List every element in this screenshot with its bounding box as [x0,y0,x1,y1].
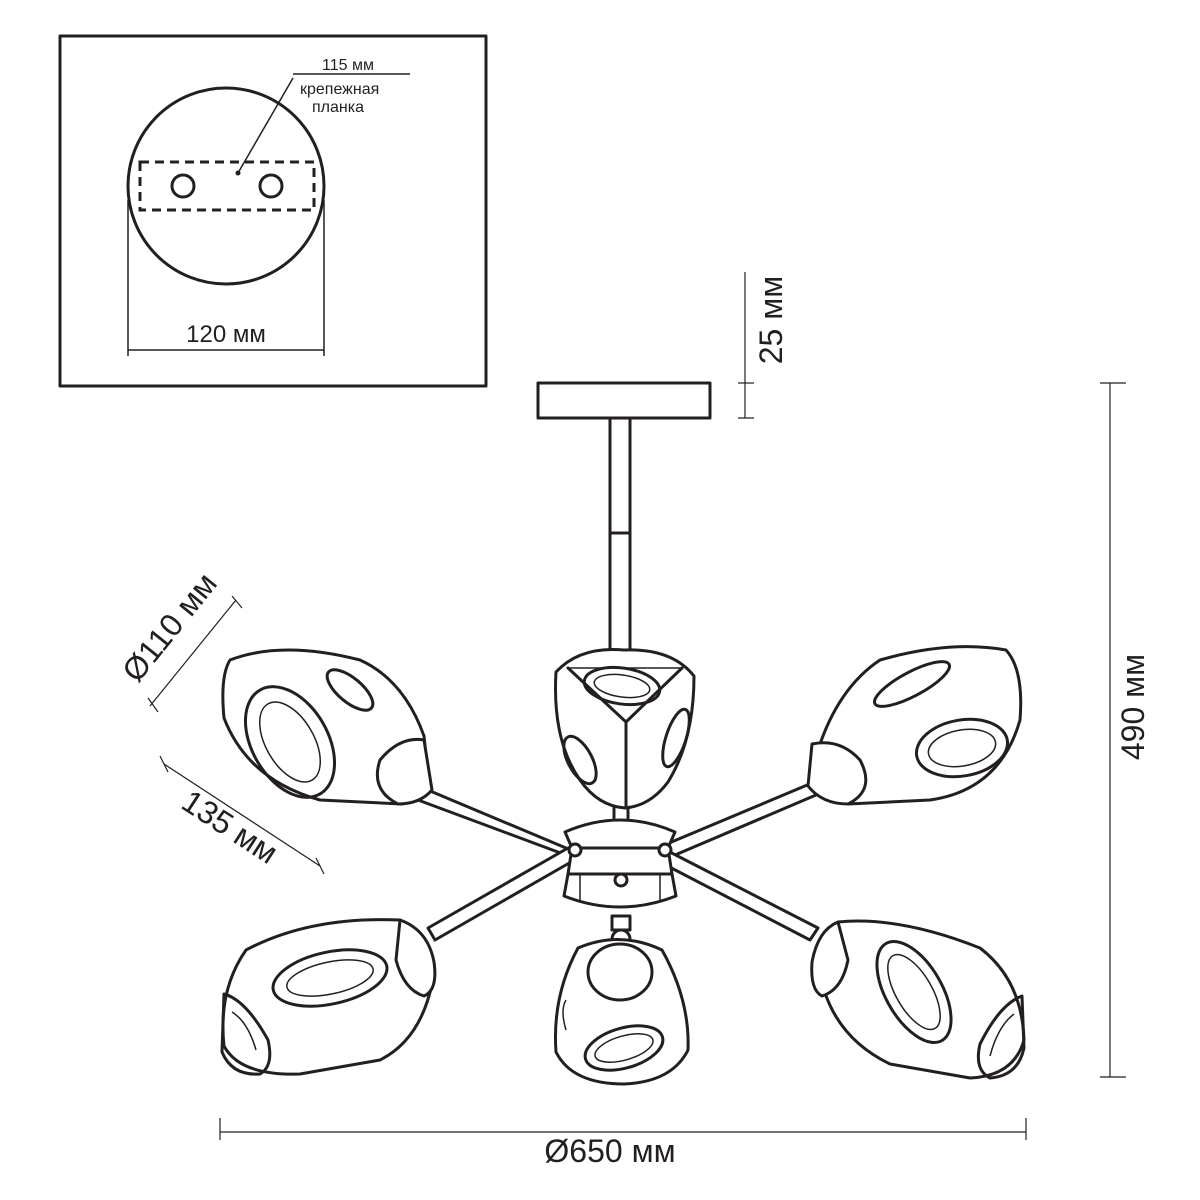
label-overall-diameter: Ø650 мм [544,1133,675,1169]
canopy-height-dimension: 25 мм [738,272,789,419]
label-plate-line2: планка [312,99,364,116]
central-hub [562,818,678,950]
hub-middle [566,846,674,876]
suspension-rod [608,416,632,660]
canopy-and-rod [536,381,712,660]
hub-bolt-right [657,842,673,858]
label-shade-diameter: Ø110 мм [115,566,224,689]
label-120: 120 мм [186,321,266,348]
label-115: 115 мм [322,57,374,74]
arm-lower-right [654,846,820,942]
hub-top [563,818,677,850]
label-shade-length: 135 мм [176,783,285,871]
mounting-detail-inset: 115 мм крепежная планка 120 мм [58,34,488,388]
label-25: 25 мм [753,276,789,364]
label-plate-line1: крепежная [300,81,379,98]
mounting-plate-dashed [138,160,316,212]
overall-diameter-dimension: Ø650 мм [219,1118,1027,1169]
screw-hole-left [170,173,196,199]
shade-top-center [554,647,696,810]
hub-bottom [562,872,678,909]
shade-upper-left [221,648,434,806]
hub-bolt-left [567,842,583,858]
label-490: 490 мм [1115,654,1151,760]
lower-stem [610,914,632,932]
arm-upper-right [660,781,818,860]
shade-lower-left [220,918,437,1076]
canopy-circle [126,86,326,286]
arm-upper-left [416,786,576,860]
leader-line [237,77,294,174]
inset-frame [58,34,488,388]
shade-upper-right [806,645,1023,806]
screw-hole-right [258,173,284,199]
shade-bottom-center [554,938,690,1086]
total-height-dimension: 490 мм [1100,382,1151,1078]
hub-bolt-center [613,872,629,888]
ceiling-canopy [536,381,712,420]
shade-lower-right [810,919,1026,1080]
arm-lower-left [426,846,580,942]
